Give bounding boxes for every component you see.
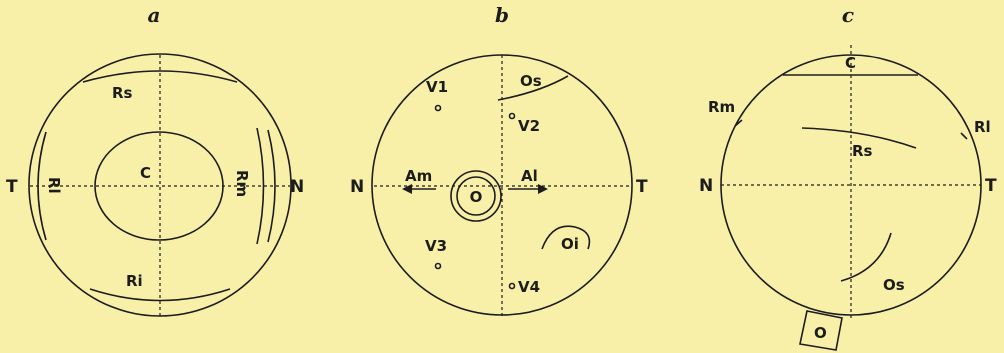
panel-b-optic-inner-circle — [456, 176, 496, 216]
panel-a-rm-arc-inner — [256, 127, 265, 245]
panel-b-v1-label: V1 — [426, 78, 448, 96]
panel-a-letter: a — [148, 3, 161, 27]
panel-a-ri-arc — [89, 288, 231, 302]
panel-a-rl-label: Rl — [45, 177, 63, 194]
panel-a-rm-label: Rm — [233, 170, 251, 197]
panel-b-oi-label: Oi — [561, 235, 579, 253]
panel-a-rs-arc — [82, 70, 238, 83]
panel-b-oi-curve — [541, 225, 591, 250]
panel-a-left-direction: T — [6, 177, 18, 197]
panel-c-optic-label: O — [814, 324, 827, 342]
panel-b-v3-mark — [434, 262, 442, 270]
panel-c-rs-label: Rs — [852, 142, 873, 160]
panel-b-al-arrowhead — [538, 184, 548, 194]
panel-b-v4-label: V4 — [518, 278, 540, 296]
panel-a-rs-label: Rs — [112, 84, 133, 102]
panel-c-rl-label: Rl — [974, 118, 991, 136]
panel-b-left-direction: N — [350, 177, 364, 197]
panel-a-c-label: C — [140, 164, 151, 182]
panel-b: b O V1 V2 V3 V4 Os Oi Am Al N T — [350, 3, 648, 316]
panel-c: c C Rm Rl Rs Os O N T — [699, 3, 997, 351]
panel-b-v3-label: V3 — [425, 237, 447, 255]
panel-c-letter: c — [842, 3, 854, 27]
panel-b-am-label: Am — [405, 167, 432, 185]
panel-b-right-direction: T — [636, 177, 648, 197]
panel-b-am-arrowhead — [402, 184, 412, 194]
panel-c-rl-tick — [960, 132, 968, 140]
panel-b-letter: b — [495, 3, 509, 27]
panel-a: a Rs Ri C Rl Rm T N — [6, 3, 304, 317]
panel-b-v4-mark — [508, 282, 516, 290]
panel-b-optic-label: O — [470, 188, 483, 206]
panel-a-rm-arc-outer — [267, 129, 276, 243]
panel-c-os-label: Os — [883, 276, 905, 294]
panel-c-rm-label: Rm — [708, 98, 735, 116]
panel-a-right-direction: N — [290, 177, 304, 197]
panel-a-ri-label: Ri — [126, 272, 143, 290]
panel-c-rm-tick — [734, 119, 743, 127]
panel-b-os-label: Os — [520, 72, 542, 90]
panel-c-rs-curve — [801, 127, 917, 149]
panel-b-v2-label: V2 — [518, 117, 540, 135]
panel-b-al-label: Al — [521, 167, 538, 185]
panel-c-right-direction: T — [985, 176, 997, 196]
panel-c-os-curve — [840, 232, 892, 282]
panel-b-os-curve — [497, 75, 569, 101]
panel-b-optic-outer-circle — [450, 170, 502, 222]
panel-c-optic-box — [799, 310, 843, 351]
panel-c-left-direction: N — [699, 176, 713, 196]
panel-b-v2-mark — [508, 112, 516, 120]
panel-b-v1-mark — [434, 104, 442, 112]
panel-c-cornea-label: C — [845, 54, 856, 72]
panel-a-rl-arc — [37, 131, 47, 241]
